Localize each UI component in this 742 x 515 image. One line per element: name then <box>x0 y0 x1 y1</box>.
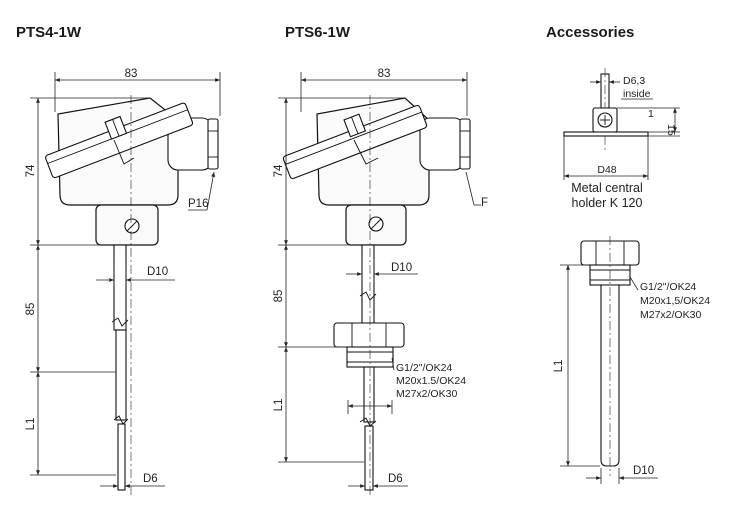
pts4-stem-d6 <box>117 423 126 491</box>
pts6-stem-upper <box>361 244 375 324</box>
pts6-dim-width: 83 <box>378 68 391 80</box>
thermowell-thread-3: M27x2/OK30 <box>640 309 701 321</box>
title-accessories: Accessories <box>546 24 634 41</box>
pts4-label-p16: P16 <box>188 198 208 210</box>
pts6-hex-nut <box>333 322 405 348</box>
holder-plate <box>563 131 649 137</box>
thermowell-drawing: L1 G1/2"/OK24 M20x1,5/OK24 M27x2/OK30 D1… <box>553 236 710 484</box>
pts6-dim-74: 74 <box>273 164 285 177</box>
holder-dim-d63: D6,3 <box>623 75 645 87</box>
thermowell-dim-d10: D10 <box>633 465 654 477</box>
pts4-dim-width: 83 <box>125 68 138 80</box>
holder-dim-inside: inside <box>623 88 651 100</box>
pts6-dim-l1: L1 <box>273 399 285 412</box>
pts4-dim-d10: D10 <box>147 266 168 278</box>
pts4-dim-85: 85 <box>25 303 37 316</box>
holder-caption-2: holder K 120 <box>572 196 643 210</box>
pts4-drawing: 83 74 85 L1 D10 D6 P16 <box>25 68 221 495</box>
holder-dim-d48: D48 <box>597 164 616 176</box>
pts4-gland-nut <box>207 118 219 170</box>
thermowell-dim-l1: L1 <box>553 360 565 373</box>
pts6-dim-d6: D6 <box>388 473 403 485</box>
holder-dim-1: 1 <box>648 108 654 120</box>
pts6-dim-85: 85 <box>273 290 285 303</box>
pts6-thread-2: M20x1.5/OK24 <box>396 375 466 387</box>
pts6-thread-1: G1/2"/OK24 <box>396 362 452 374</box>
pts4-stem-d10 <box>113 244 127 331</box>
pts4-dim-l1: L1 <box>25 418 37 431</box>
pts4-dim-d6: D6 <box>143 473 158 485</box>
pts6-gland-nut <box>459 118 471 170</box>
pts4-dim-74: 74 <box>25 164 37 177</box>
title-pts6: PTS6-1W <box>285 24 351 41</box>
title-pts4: PTS4-1W <box>16 24 82 41</box>
pts6-stem-d6 <box>364 425 374 491</box>
pts6-drawing: 83 74 85 L1 D10 G1/2"/OK24 M20x1.5/OK24 … <box>273 68 488 495</box>
pts6-stem-lower <box>363 366 375 423</box>
holder-dim-15: 15 <box>665 124 677 136</box>
thermowell-thread-2: M20x1,5/OK24 <box>640 295 710 307</box>
pts6-thread-3: M27x2/OK30 <box>396 388 457 400</box>
pts6-label-p16-partial: F <box>481 197 488 209</box>
thermowell-thread-1: G1/2"/OK24 <box>640 281 696 293</box>
pts6-dim-d10: D10 <box>391 262 412 274</box>
holder-caption-1: Metal central <box>571 181 643 195</box>
holder-drawing: D6,3 inside 1 15 D48 Metal central holde… <box>563 68 680 210</box>
